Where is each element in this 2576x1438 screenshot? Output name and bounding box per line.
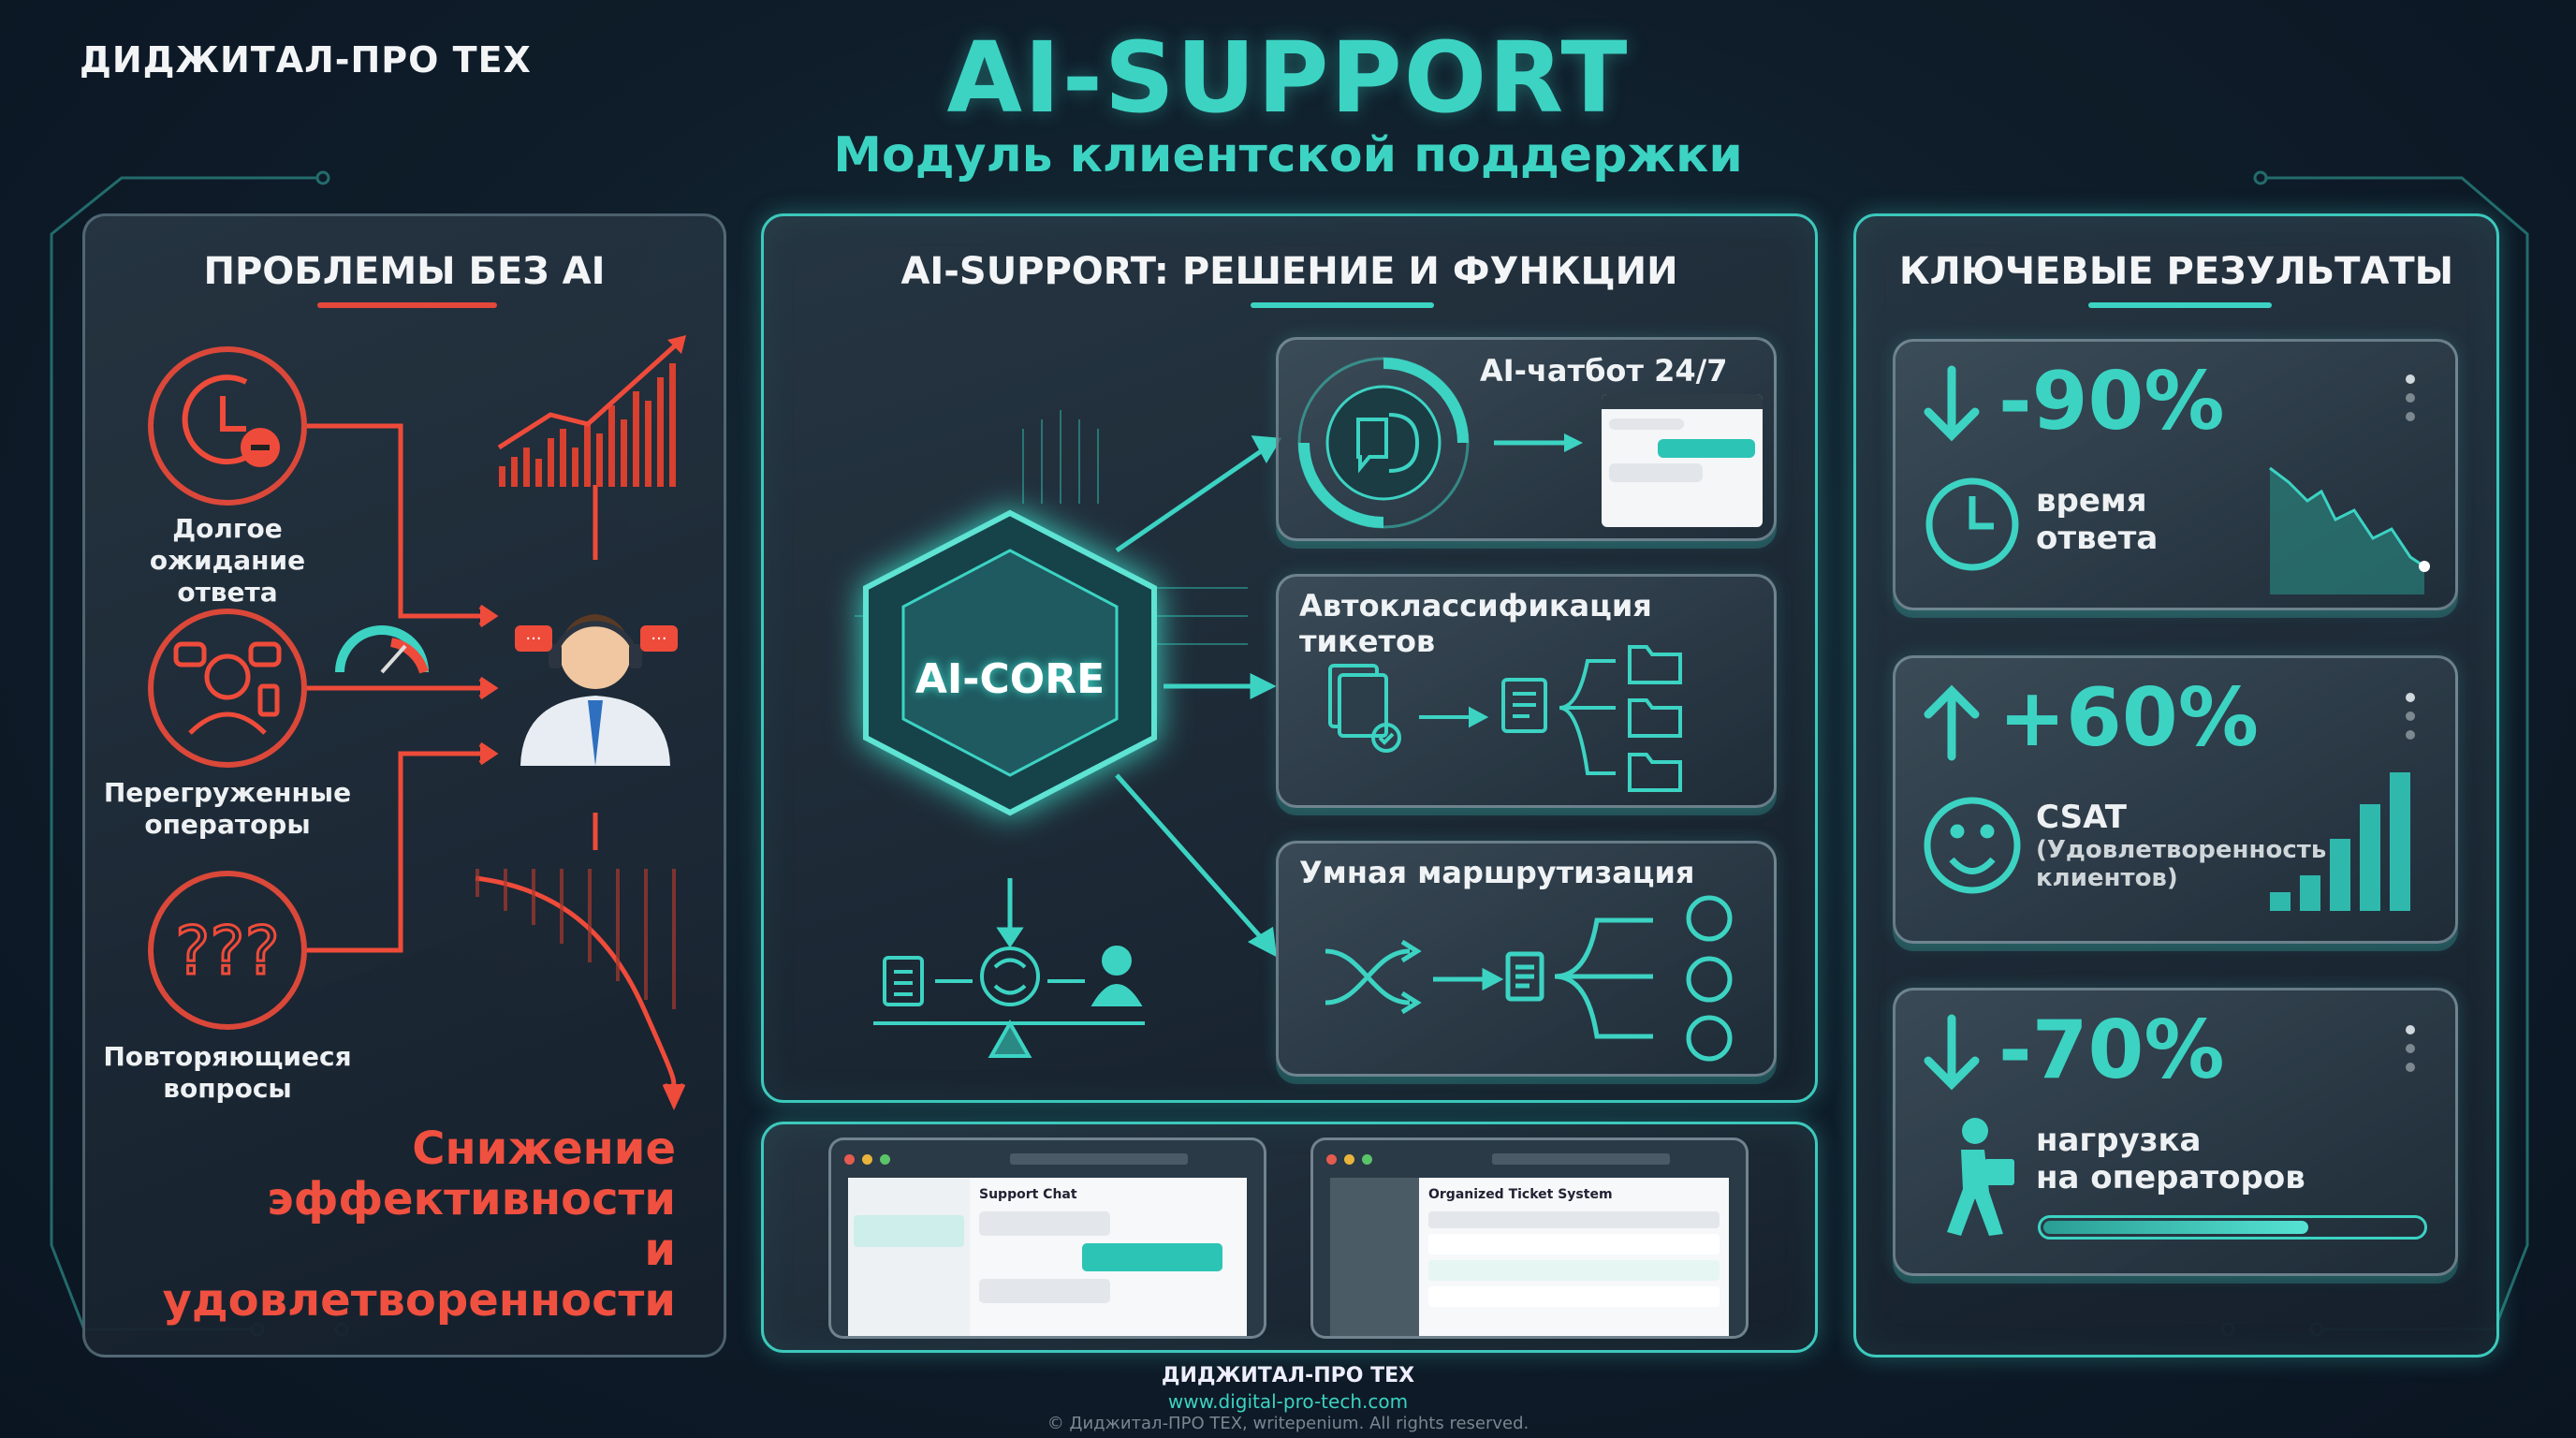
smiley-icon	[1924, 797, 2021, 894]
declining-chart	[2270, 468, 2424, 594]
footer-brand: ДИДЖИТАЛ-ПРО ТЕХ	[1161, 1364, 1415, 1387]
feature-title: Автоклассификация тикетов	[1299, 588, 1652, 659]
result-value: -70%	[1998, 1004, 2225, 1097]
result-graphics	[1924, 684, 2415, 911]
ai-core-diagram	[855, 410, 1282, 1058]
balance-scale-icon	[873, 946, 1145, 1058]
result-graphics	[1924, 1014, 2415, 1236]
overloaded-operator-icon	[173, 641, 282, 735]
documents-folders-icon	[1328, 645, 1682, 792]
problems-panel: ПРОБЛЕМЫ БЕЗ AI	[82, 213, 726, 1357]
feature-card-autoclassification: Автоклассификация тикетов	[1276, 574, 1777, 808]
title-underline	[2088, 302, 2272, 308]
declining-bars-decoration	[476, 869, 676, 1009]
ticket-system-window: Organized Ticket System	[1310, 1137, 1749, 1339]
clock-icon	[1925, 477, 2019, 571]
arrow-down-icon	[1924, 1014, 1980, 1091]
problems-diagram: ??? ··· ···	[148, 335, 686, 1111]
chat-brain-icon	[1297, 357, 1583, 529]
feature-title: AI-чатбот 24/7	[1480, 353, 1728, 389]
arrow-down-icon	[1924, 365, 1980, 442]
result-value: +60%	[1998, 671, 2259, 765]
title-underline	[317, 302, 497, 308]
csat-bars	[2270, 772, 2410, 911]
ai-core-label: AI-CORE	[915, 655, 1105, 703]
problems-title: ПРОБЛЕМЫ БЕЗ AI	[203, 250, 606, 293]
footer-url[interactable]: www.digital-pro-tech.com	[1167, 1390, 1409, 1413]
rising-bars-decoration	[499, 363, 676, 487]
solution-title: AI-SUPPORT: РЕШЕНИЕ И ФУНКЦИИ	[900, 250, 1678, 293]
clock-minus-icon	[182, 374, 280, 467]
operator-load-progress-bar	[2038, 1215, 2427, 1240]
progress-fill	[2043, 1221, 2308, 1234]
brand-name: ДИДЖИТАЛ-ПРО ТЕХ	[80, 39, 532, 81]
question-marks-icon: ???	[175, 913, 279, 990]
speedometer-icon	[335, 625, 429, 674]
support-chat-title: Support Chat	[979, 1187, 1077, 1202]
person-carrying-box-icon	[1947, 1118, 2014, 1236]
svg-text:···: ···	[525, 629, 541, 649]
feature-title: Умная маршрутизация	[1299, 855, 1695, 890]
support-chat-window: Support Chat	[828, 1137, 1266, 1339]
result-label: CSAT (Удовлетворенность клиентов)	[2036, 799, 2327, 892]
feature-card-chatbot: AI-чатбот 24/7	[1276, 337, 1777, 541]
footer-copyright: © Диджитал-ПРО ТЕХ, writepenium. All rig…	[1046, 1414, 1530, 1433]
results-title: КЛЮЧЕВЫЕ РЕЗУЛЬТАТЫ	[1898, 250, 2454, 293]
result-graphics	[1924, 365, 2430, 594]
feature-card-routing: Умная маршрутизация	[1276, 841, 1777, 1077]
result-value: -90%	[1998, 355, 2225, 448]
chatbot-preview	[1602, 394, 1763, 527]
shuffle-routing-icon	[1325, 895, 1733, 1062]
stressed-operator-icon: ··· ···	[515, 614, 678, 766]
page-subtitle: Модуль клиентской поддержки	[833, 127, 1743, 183]
page-title: AI-SUPPORT	[946, 21, 1630, 135]
consequence-text: Снижение эффективности и удовлетвореннос…	[162, 1123, 676, 1327]
arrow-up-icon	[1924, 684, 1980, 761]
ticket-system-title: Organized Ticket System	[1428, 1187, 1613, 1202]
svg-text:···: ···	[651, 629, 666, 649]
result-card-csat: +60% CSAT (Удовлетворенность клиентов)	[1893, 655, 2458, 944]
title-underline	[1251, 302, 1434, 308]
